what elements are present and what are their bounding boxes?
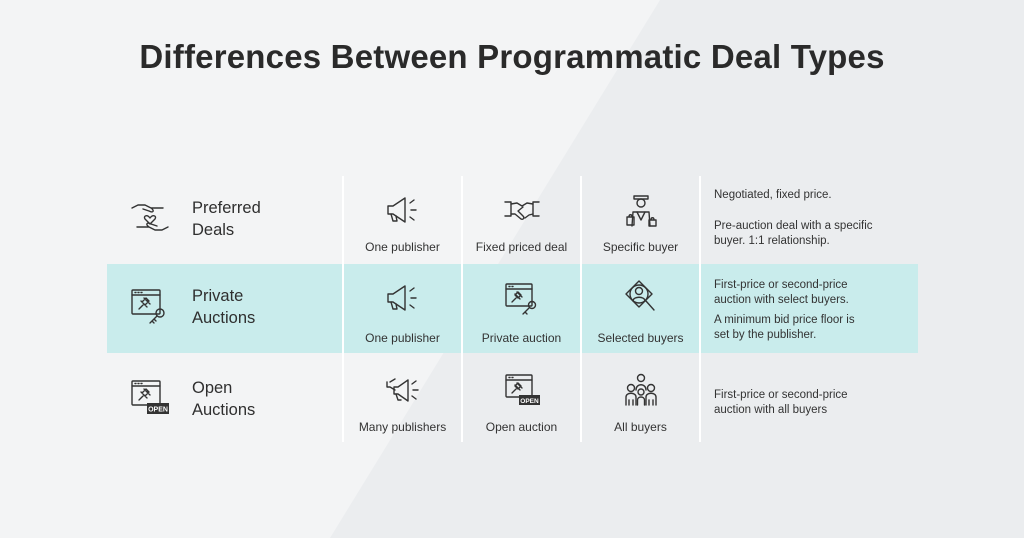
feature-label: Private auction: [481, 331, 562, 345]
browser-gavel-open-sign-icon: OPEN: [502, 370, 540, 405]
deal-name-line2: Deals: [192, 221, 235, 239]
row-private-auctions: Private Auctions One publisher Private a…: [107, 264, 918, 353]
deal-name: Private Auctions: [192, 285, 255, 329]
deal-name-line1: Preferred: [192, 199, 261, 217]
description-line: auction with select buyers.: [714, 294, 849, 306]
description-cell: Negotiated, fixed price. Pre-auction dea…: [701, 176, 918, 262]
deal-name-cell: OPEN Open Auctions: [107, 356, 342, 442]
feature-buyers: All buyers: [582, 356, 699, 442]
description-text: Negotiated, fixed price.: [714, 188, 910, 203]
feature-label: Many publishers: [358, 420, 447, 434]
hands-heart-icon: [129, 196, 171, 238]
open-sign-text: OPEN: [520, 398, 539, 405]
deal-name-line1: Open: [192, 379, 233, 397]
megaphone-icon: [383, 190, 423, 230]
feature-label: One publisher: [365, 240, 440, 254]
feature-publisher: Many publishers: [344, 356, 461, 442]
deal-name-cell: Private Auctions: [107, 264, 342, 353]
description-line: Negotiated, fixed price.: [714, 189, 832, 201]
deal-name: Preferred Deals: [192, 197, 261, 241]
megaphone-icon: [383, 278, 423, 318]
row-open-auctions: OPEN Open Auctions Many publishers OPEN …: [107, 356, 918, 442]
description-cell: First-price or second-price auction with…: [701, 356, 918, 442]
feature-label: Specific buyer: [602, 240, 679, 254]
row-preferred-deals: Preferred Deals One publisher Fixed pric…: [107, 176, 918, 262]
description-cell: First-price or second-price auction with…: [701, 264, 918, 353]
feature-buyers: Specific buyer: [582, 176, 699, 262]
description-line: First-price or second-price: [714, 389, 848, 401]
feature-pricing: Fixed priced deal: [463, 176, 580, 262]
description-text: First-price or second-price auction with…: [714, 278, 910, 308]
feature-label: Fixed priced deal: [475, 240, 568, 254]
feature-label: Open auction: [485, 420, 558, 434]
feature-buyers: Selected buyers: [582, 264, 699, 353]
feature-label: Selected buyers: [597, 331, 684, 345]
buyer-magnifier-icon: [621, 278, 661, 318]
deal-name-line1: Private: [192, 287, 244, 305]
description-line: Pre-auction deal with a specific: [714, 220, 873, 232]
megaphones-icon: [383, 370, 423, 410]
deal-name-line2: Auctions: [192, 401, 256, 419]
feature-publisher: One publisher: [344, 264, 461, 353]
handshake-icon: [502, 190, 542, 230]
description-text: First-price or second-price auction with…: [714, 388, 910, 418]
description-line: set by the publisher.: [714, 329, 817, 341]
description-line: A minimum bid price floor is: [714, 314, 855, 326]
open-sign-text: OPEN: [148, 407, 168, 414]
browser-gavel-key-icon: [129, 284, 171, 326]
description-text: Pre-auction deal with a specific buyer. …: [714, 219, 910, 249]
group-of-people-icon: [621, 370, 661, 410]
feature-publisher: One publisher: [344, 176, 461, 262]
deal-name: Open Auctions: [192, 377, 255, 421]
browser-gavel-open-sign-icon: OPEN: [129, 376, 169, 414]
feature-pricing: OPEN Open auction: [463, 356, 580, 442]
deal-name-line2: Auctions: [192, 309, 256, 327]
browser-gavel-key-icon: [502, 278, 542, 318]
deal-name-cell: Preferred Deals: [107, 176, 342, 262]
description-line: auction with all buyers: [714, 404, 828, 416]
page-title: Differences Between Programmatic Deal Ty…: [139, 38, 885, 75]
description-text: A minimum bid price floor is set by the …: [714, 313, 910, 343]
feature-pricing: Private auction: [463, 264, 580, 353]
feature-label: One publisher: [365, 331, 440, 345]
buyer-with-bags-icon: [621, 190, 661, 230]
feature-label: All buyers: [614, 420, 667, 434]
description-line: buyer. 1:1 relationship.: [714, 235, 830, 247]
description-line: First-price or second-price: [714, 279, 848, 291]
